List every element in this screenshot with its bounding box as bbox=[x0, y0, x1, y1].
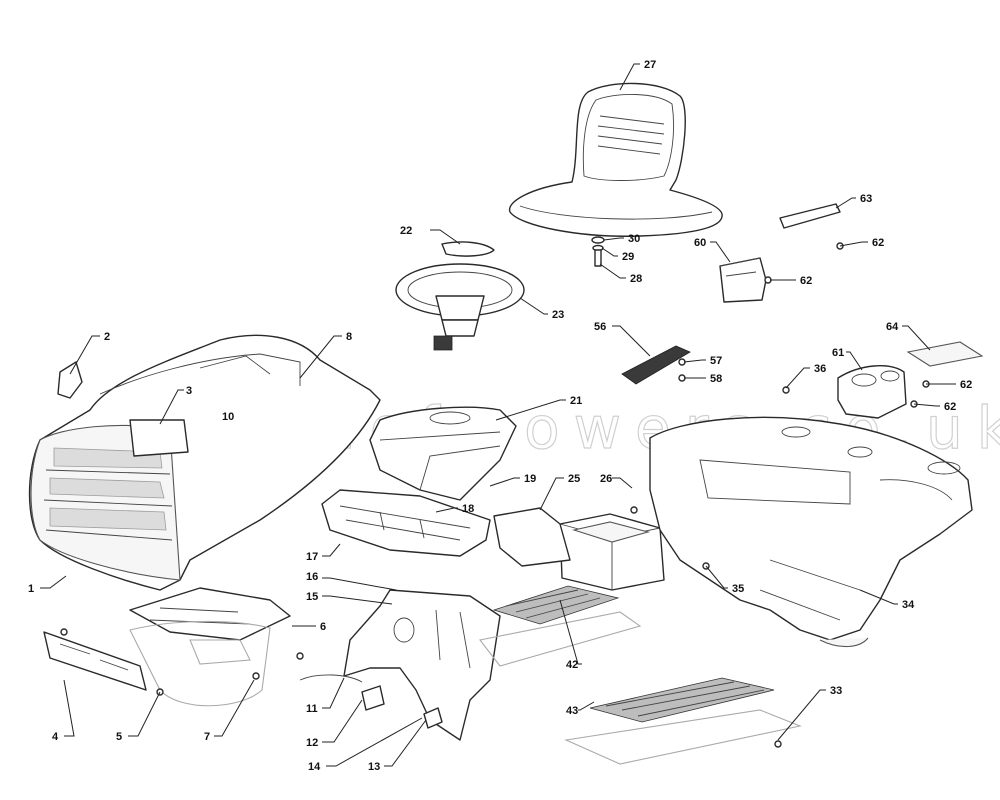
callout-2: 2 bbox=[104, 331, 110, 343]
cupholder-60 bbox=[719, 257, 767, 303]
front-hood-part bbox=[28, 334, 381, 591]
floor-mat-lower bbox=[564, 677, 802, 765]
callout-28: 28 bbox=[630, 273, 642, 285]
callout-10: 10 bbox=[222, 411, 234, 423]
cover-64 bbox=[906, 341, 984, 367]
callout-57: 57 bbox=[710, 355, 722, 367]
callout-62-d: 62 bbox=[944, 401, 956, 413]
dashboard-cover-part bbox=[369, 406, 517, 501]
callout-3: 3 bbox=[186, 385, 192, 397]
callout-58: 58 bbox=[710, 373, 722, 385]
callout-60: 60 bbox=[694, 237, 706, 249]
rear-panel-56 bbox=[621, 345, 691, 385]
callout-6: 6 bbox=[320, 621, 326, 633]
callout-labels: 1 2 3 4 5 6 7 8 10 11 12 13 14 15 16 17 … bbox=[28, 59, 972, 773]
callout-5: 5 bbox=[116, 731, 122, 743]
callout-11: 11 bbox=[306, 703, 318, 715]
battery-box-part bbox=[559, 513, 665, 591]
callout-7: 7 bbox=[204, 731, 210, 743]
switch-housing-61 bbox=[837, 365, 907, 419]
callout-26: 26 bbox=[600, 473, 612, 485]
callout-61: 61 bbox=[832, 347, 844, 359]
callout-23: 23 bbox=[552, 309, 564, 321]
floor-mat-upper bbox=[479, 585, 642, 667]
leader-lines bbox=[40, 63, 956, 767]
steering-wheel-part bbox=[395, 241, 525, 351]
battery-tray-part bbox=[493, 507, 571, 567]
callout-19: 19 bbox=[524, 473, 536, 485]
chassis-pan-part bbox=[321, 489, 491, 557]
callout-13: 13 bbox=[368, 761, 380, 773]
callout-25: 25 bbox=[568, 473, 580, 485]
callout-62-b: 62 bbox=[800, 275, 812, 287]
cover-63 bbox=[779, 203, 841, 229]
seat-part bbox=[508, 82, 723, 237]
callout-17: 17 bbox=[306, 551, 318, 563]
callout-18: 18 bbox=[462, 503, 474, 515]
callout-4: 4 bbox=[52, 731, 59, 743]
callout-1: 1 bbox=[28, 583, 34, 595]
callout-27: 27 bbox=[644, 59, 656, 71]
callout-42: 42 bbox=[566, 659, 578, 671]
callout-12: 12 bbox=[306, 737, 318, 749]
callout-22: 22 bbox=[400, 225, 412, 237]
callout-30: 30 bbox=[628, 233, 640, 245]
callout-15: 15 bbox=[306, 591, 318, 603]
callout-14: 14 bbox=[308, 761, 321, 773]
callout-21: 21 bbox=[570, 395, 582, 407]
console-panel-part bbox=[299, 589, 501, 741]
hood-support-plate bbox=[129, 587, 291, 707]
callout-29: 29 bbox=[622, 251, 634, 263]
callout-43: 43 bbox=[566, 705, 578, 717]
mounting-bracket-part bbox=[43, 628, 304, 696]
seat-fasteners bbox=[591, 236, 605, 267]
callout-33: 33 bbox=[830, 685, 842, 697]
callout-63: 63 bbox=[860, 193, 872, 205]
callout-35: 35 bbox=[732, 583, 744, 595]
callout-36: 36 bbox=[814, 363, 826, 375]
callout-64: 64 bbox=[886, 321, 899, 333]
callout-34: 34 bbox=[902, 599, 915, 611]
callout-62-a: 62 bbox=[872, 237, 884, 249]
callout-56: 56 bbox=[594, 321, 606, 333]
callout-62-c: 62 bbox=[960, 379, 972, 391]
callout-16: 16 bbox=[306, 571, 318, 583]
rear-fender-body-part bbox=[649, 416, 973, 648]
callout-8: 8 bbox=[346, 331, 352, 343]
